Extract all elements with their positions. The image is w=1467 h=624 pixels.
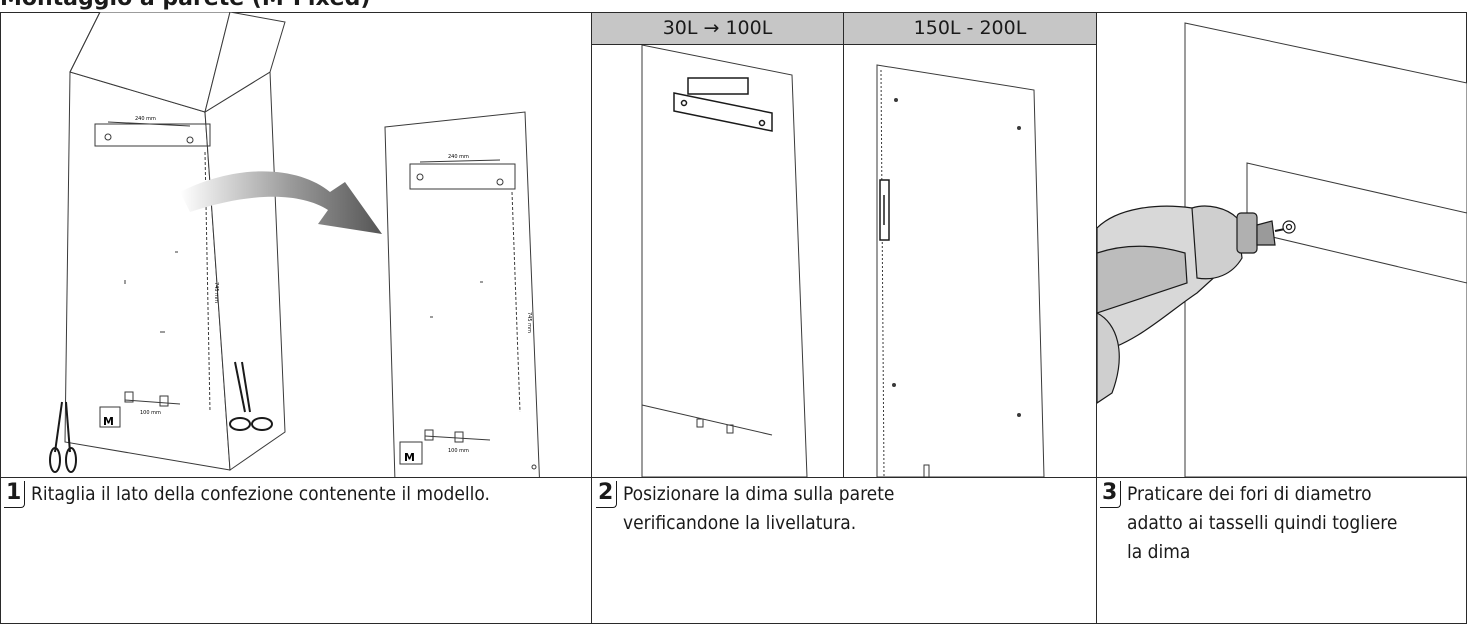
step-3-bracket	[1100, 481, 1121, 508]
template-sheet	[384, 111, 540, 477]
header-underline	[591, 44, 1096, 45]
step-3-text-line3: la dima	[1127, 541, 1191, 563]
scissors-icon-right	[229, 361, 273, 431]
box-badge-letter: M	[103, 415, 114, 428]
vertical-level-icon	[879, 179, 890, 241]
step-1-text: Ritaglia il lato della confezione conten…	[31, 483, 490, 505]
drill-icon	[1097, 205, 1296, 404]
step-3-number: 3	[1102, 480, 1118, 505]
step-1-number: 1	[6, 480, 22, 505]
wall-template-strip	[1246, 162, 1467, 284]
caption-divider	[0, 477, 1467, 478]
step-2-text-line1: Posizionare la dima sulla parete	[623, 483, 895, 505]
step-1-bracket	[4, 481, 25, 508]
drill-illustration	[1097, 22, 1467, 477]
box-bottom-label: 100 mm	[140, 410, 161, 416]
header-150l-200l: 150L - 200L	[844, 13, 1096, 44]
scissors-icon-left	[49, 401, 77, 473]
template-width-label: 240 mm	[448, 154, 469, 160]
step-3-text-line1: Praticare dei fori di diametro	[1127, 483, 1372, 505]
step-3-text-line2: adatto ai tasselli quindi togliere	[1127, 512, 1398, 534]
template-150l-200l-illustration	[876, 64, 1045, 477]
spirit-level-icon	[673, 77, 773, 132]
page-title: Montaggio a parete (M-Fixed)	[0, 0, 370, 12]
divider-1	[591, 12, 592, 624]
curved-arrow-icon	[180, 171, 382, 234]
template-badge-letter: M	[404, 451, 415, 464]
cutout-illustration: 240 mm 240 mm 100 mm 100 mm 745 mm 745 m…	[49, 12, 540, 477]
box-width-label: 240 mm	[135, 116, 156, 122]
template-bottom-label: 100 mm	[448, 448, 469, 454]
template-height-label: 745 mm	[526, 312, 532, 333]
step-2-number: 2	[598, 480, 614, 505]
step-2-bracket	[596, 481, 617, 508]
template-30l-100l-illustration	[641, 45, 808, 477]
box-height-label: 745 mm	[213, 282, 219, 303]
step-2-text-line2: verificandone la livellatura.	[623, 512, 857, 534]
divider-2	[843, 12, 844, 478]
header-30l-100l: 30L → 100L	[592, 13, 843, 44]
